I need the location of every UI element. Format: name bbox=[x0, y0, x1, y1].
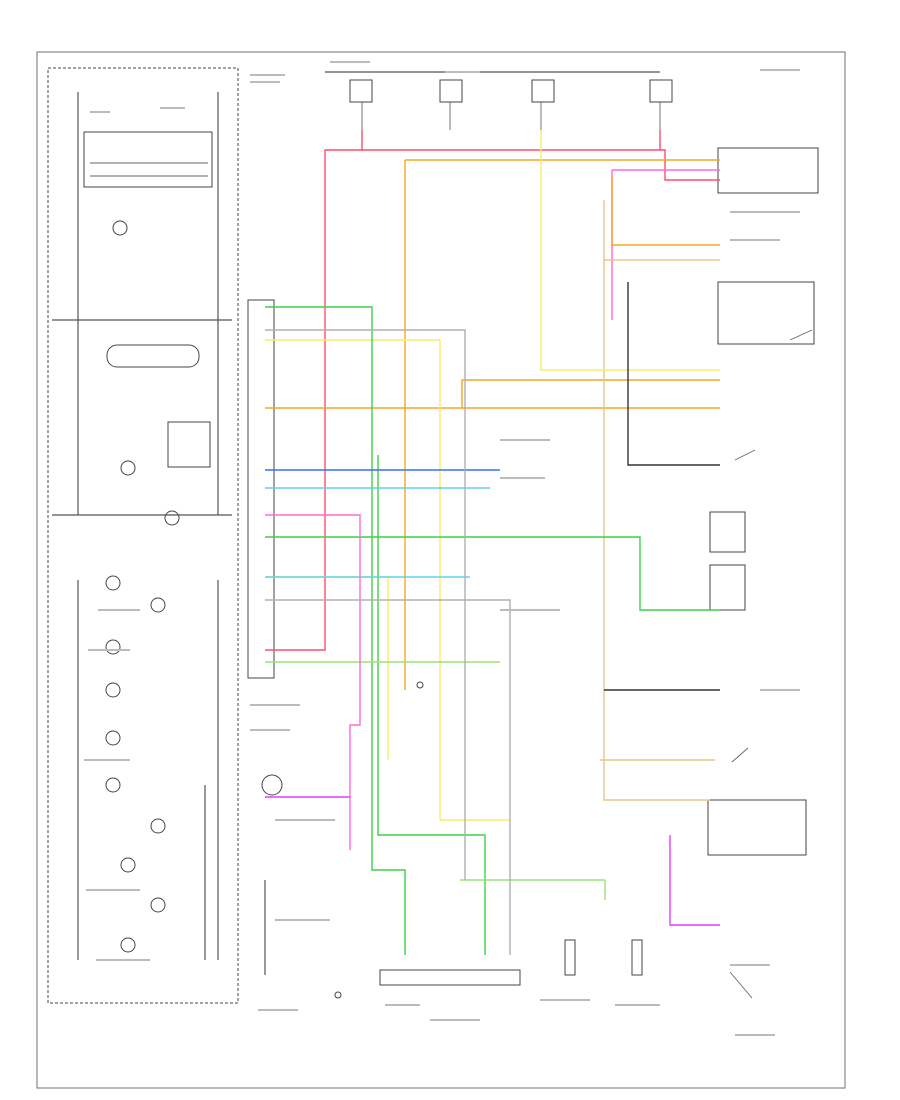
fuse-block bbox=[325, 71, 673, 130]
lamp-icon bbox=[105, 639, 121, 655]
instrument-cluster bbox=[47, 67, 239, 1004]
wire-yellow bbox=[265, 339, 510, 821]
wire-orange bbox=[265, 379, 720, 409]
lamp-icon bbox=[164, 510, 180, 526]
transmission-switch-box bbox=[707, 799, 807, 856]
airbag-module-box bbox=[709, 511, 746, 553]
wire-red bbox=[265, 130, 363, 651]
wire-green bbox=[265, 536, 720, 611]
wire-gray bbox=[265, 329, 466, 880]
right-components bbox=[707, 147, 819, 999]
label-placeholders bbox=[84, 61, 800, 1036]
wire-black bbox=[627, 282, 720, 466]
sensor-icon bbox=[261, 774, 283, 796]
wire-red bbox=[362, 130, 720, 181]
switch-icon bbox=[789, 329, 813, 341]
ground-icon bbox=[334, 991, 342, 999]
ground-icon bbox=[416, 681, 424, 689]
lamp-icon bbox=[105, 682, 121, 698]
lamp-icon bbox=[150, 818, 166, 834]
lamp-icon bbox=[120, 460, 136, 476]
switch-icon bbox=[729, 971, 753, 999]
vehicle-speed-sensor-box bbox=[717, 147, 819, 194]
wire-orange bbox=[404, 159, 720, 690]
connector-icon bbox=[631, 939, 643, 976]
wire-magenta bbox=[669, 835, 720, 926]
wire-pink bbox=[265, 514, 361, 850]
wire-gray bbox=[265, 599, 511, 955]
wire-green bbox=[377, 455, 486, 955]
switch-icon bbox=[731, 747, 749, 763]
lamp-icon bbox=[105, 777, 121, 793]
wire-tan bbox=[603, 200, 720, 261]
wire-yellow bbox=[540, 130, 720, 371]
cluster-lamps bbox=[105, 220, 180, 953]
switch-icon bbox=[734, 449, 756, 461]
lamp-icon bbox=[120, 857, 136, 873]
wires bbox=[265, 130, 720, 955]
wire-green bbox=[265, 306, 406, 955]
diagram-border bbox=[36, 51, 846, 1089]
headlamp-switch-box bbox=[717, 281, 815, 345]
lower-components bbox=[261, 681, 643, 999]
connector-icon bbox=[564, 939, 576, 976]
fluid-sensor-box bbox=[709, 564, 746, 611]
lamp-icon bbox=[105, 730, 121, 746]
cluster-connector bbox=[247, 299, 275, 679]
wire-yellow bbox=[265, 576, 389, 760]
lamp-icon bbox=[120, 937, 136, 953]
wire-orange bbox=[611, 178, 720, 246]
lamp-icon bbox=[112, 220, 128, 236]
lamp-icon bbox=[150, 897, 166, 913]
wire-light-green bbox=[460, 879, 606, 900]
lamp-icon bbox=[105, 575, 121, 591]
lamp-icon bbox=[150, 597, 166, 613]
wire-tan bbox=[603, 260, 710, 801]
